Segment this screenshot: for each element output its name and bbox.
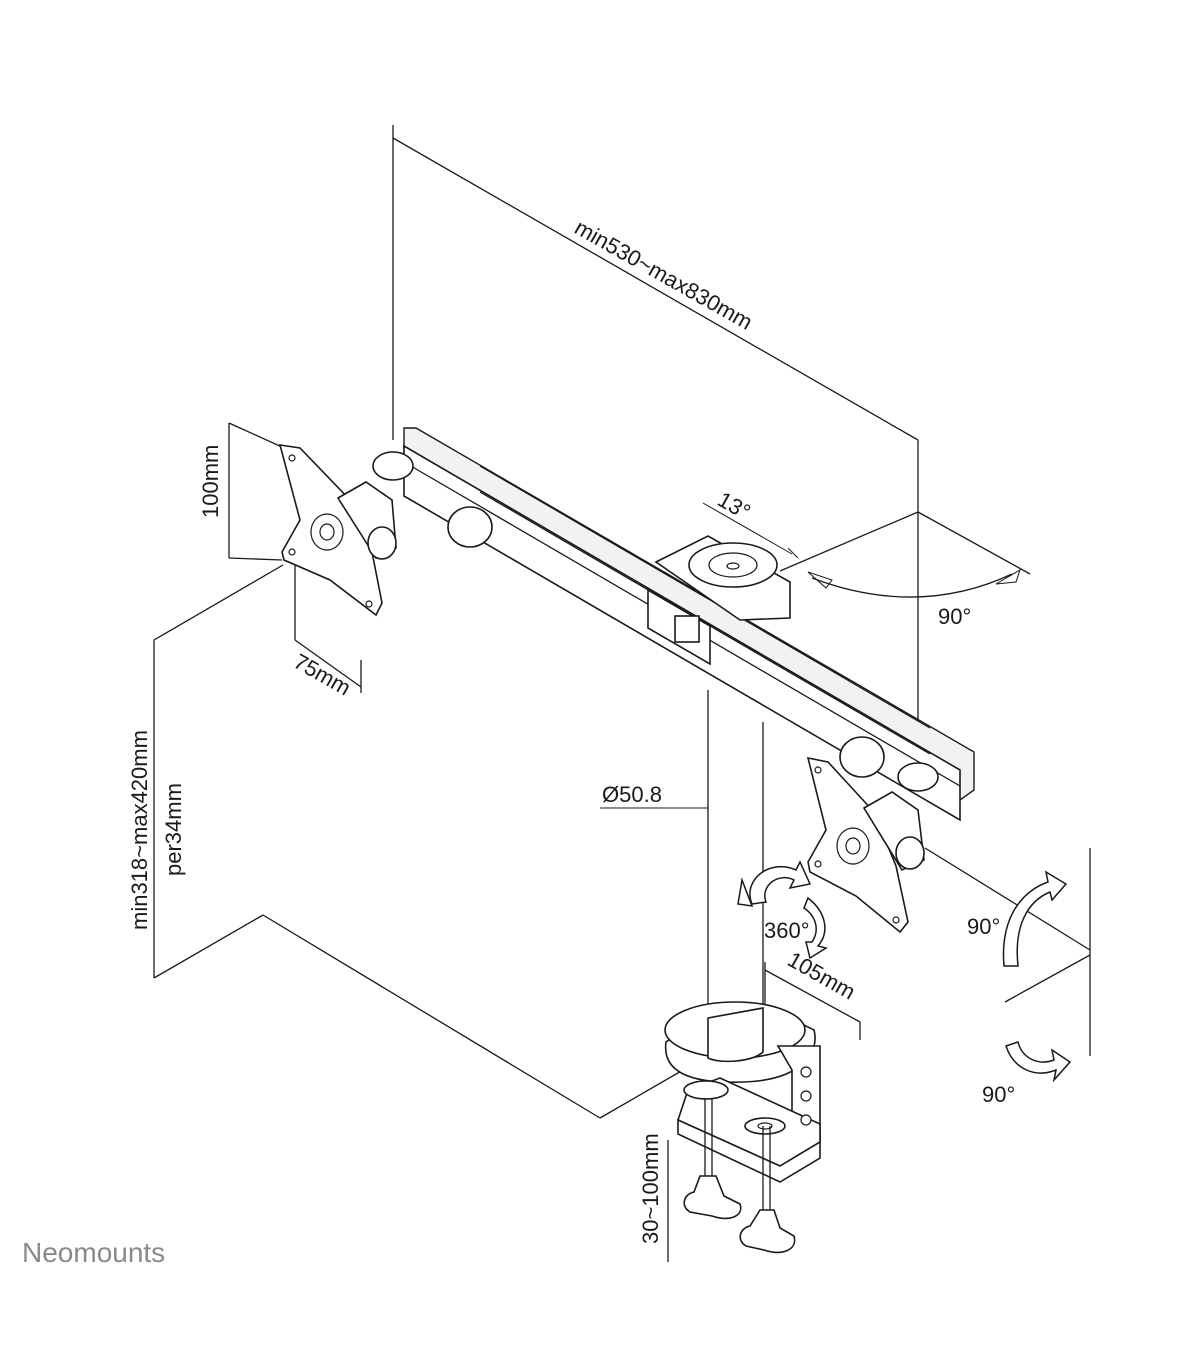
desk-thickness-label: 30~100mm <box>638 1133 663 1244</box>
vesa-height-label: 100mm <box>198 445 223 518</box>
tilt-side-angle-label: 90° <box>967 914 1000 939</box>
vesa-plate-left <box>278 444 397 617</box>
pivot-angle-label: 90° <box>982 1082 1015 1107</box>
pole-height-range-label: min318~max420mm <box>127 730 152 930</box>
brand-logo-text: Neomounts <box>22 1237 165 1268</box>
vesa-plate-right <box>806 756 925 934</box>
swivel-angle-label: 90° <box>938 604 971 629</box>
crossbar-arm <box>372 427 975 822</box>
tilt-angle-label: 13° <box>714 487 755 525</box>
desk-clamp <box>677 1045 821 1254</box>
pole-height-step-label: per34mm <box>161 783 186 876</box>
arm-length-label: min530~max830mm <box>571 215 757 335</box>
pole-diameter-label: Ø50.8 <box>602 782 662 807</box>
clamp-depth-label: 105mm <box>784 947 860 1005</box>
vesa-width-label: 75mm <box>290 649 356 701</box>
mount-pole <box>664 690 816 1083</box>
rotation-arrows <box>737 860 1072 1083</box>
rotation-angle-label: 360° <box>764 918 810 943</box>
dimension-lines <box>153 125 1091 1262</box>
